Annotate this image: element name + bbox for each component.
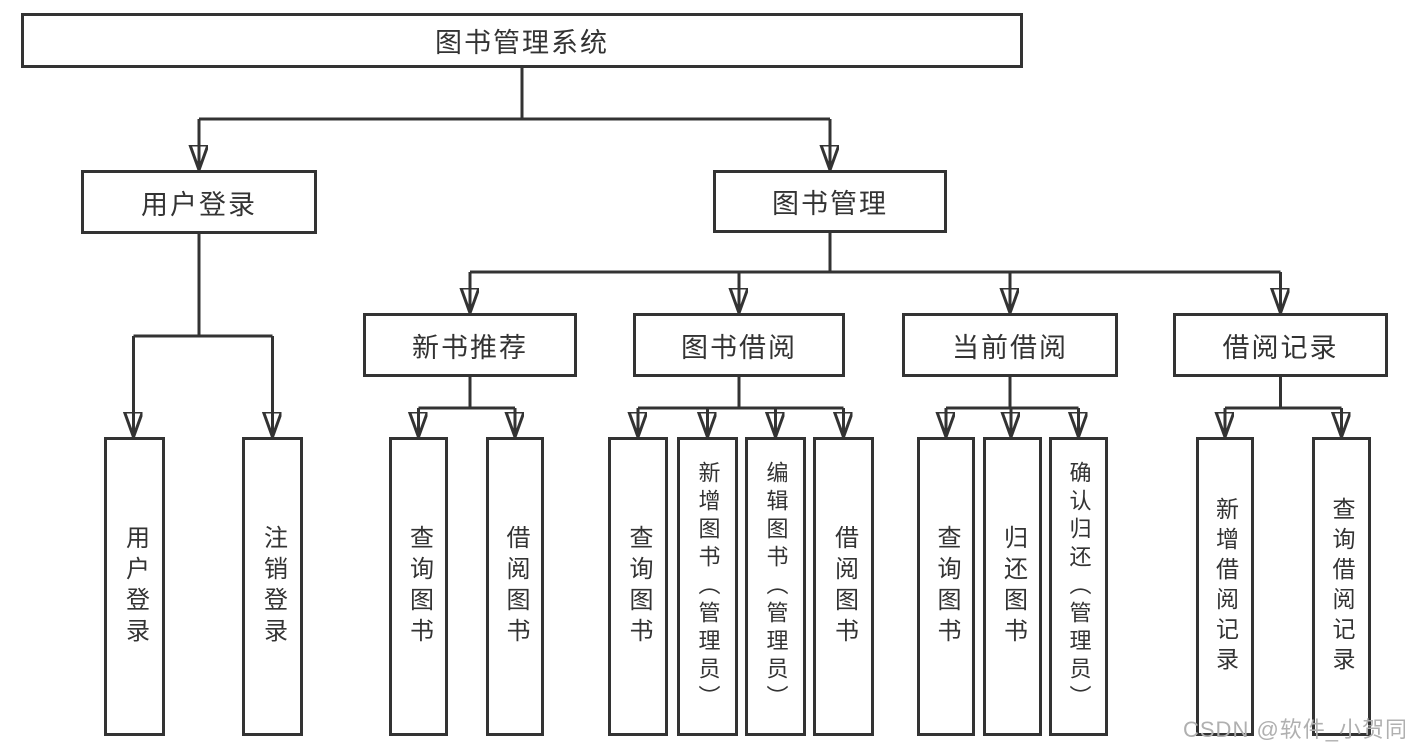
leaf-query-books-1: 查询图书 xyxy=(389,437,448,736)
node-new-book-recommendation: 新书推荐 xyxy=(363,313,577,377)
connector-book-management-sections xyxy=(470,233,1281,313)
csdn-watermark: CSDN @软件_小贺同学 xyxy=(1183,717,1405,742)
connector-root-to-level2 xyxy=(199,68,830,170)
node-book-management-branch: 图书管理 xyxy=(713,170,947,233)
leaf-edit-book-admin: 编辑图书（管理员） xyxy=(745,437,806,736)
leaf-query-books-2: 查询图书 xyxy=(608,437,668,736)
leaf-query-books-3: 查询图书 xyxy=(917,437,975,736)
node-current-borrowing: 当前借阅 xyxy=(902,313,1118,377)
leaf-return-books: 归还图书 xyxy=(983,437,1042,736)
leaf-borrow-books-2: 借阅图书 xyxy=(813,437,874,736)
leaf-user-login: 用户登录 xyxy=(104,437,165,736)
connector-borrow-records-children xyxy=(1225,377,1342,437)
node-borrowing-records: 借阅记录 xyxy=(1173,313,1388,377)
leaf-add-borrow-record: 新增借阅记录 xyxy=(1196,437,1254,736)
connector-book-borrow-children xyxy=(638,377,844,437)
connector-new-book-children xyxy=(419,377,516,437)
connector-user-login-children xyxy=(134,234,273,437)
leaf-borrow-books-1: 借阅图书 xyxy=(486,437,544,736)
connector-current-borrow-children xyxy=(946,377,1079,437)
leaf-query-borrow-record: 查询借阅记录 xyxy=(1312,437,1371,736)
leaf-add-book-admin: 新增图书（管理员） xyxy=(677,437,738,736)
node-user-login-branch: 用户登录 xyxy=(81,170,317,234)
leaf-confirm-return-admin: 确认归还（管理员） xyxy=(1049,437,1108,736)
node-book-borrowing: 图书借阅 xyxy=(633,313,845,377)
leaf-logout: 注销登录 xyxy=(242,437,303,736)
node-library-management-system: 图书管理系统 xyxy=(21,13,1023,68)
